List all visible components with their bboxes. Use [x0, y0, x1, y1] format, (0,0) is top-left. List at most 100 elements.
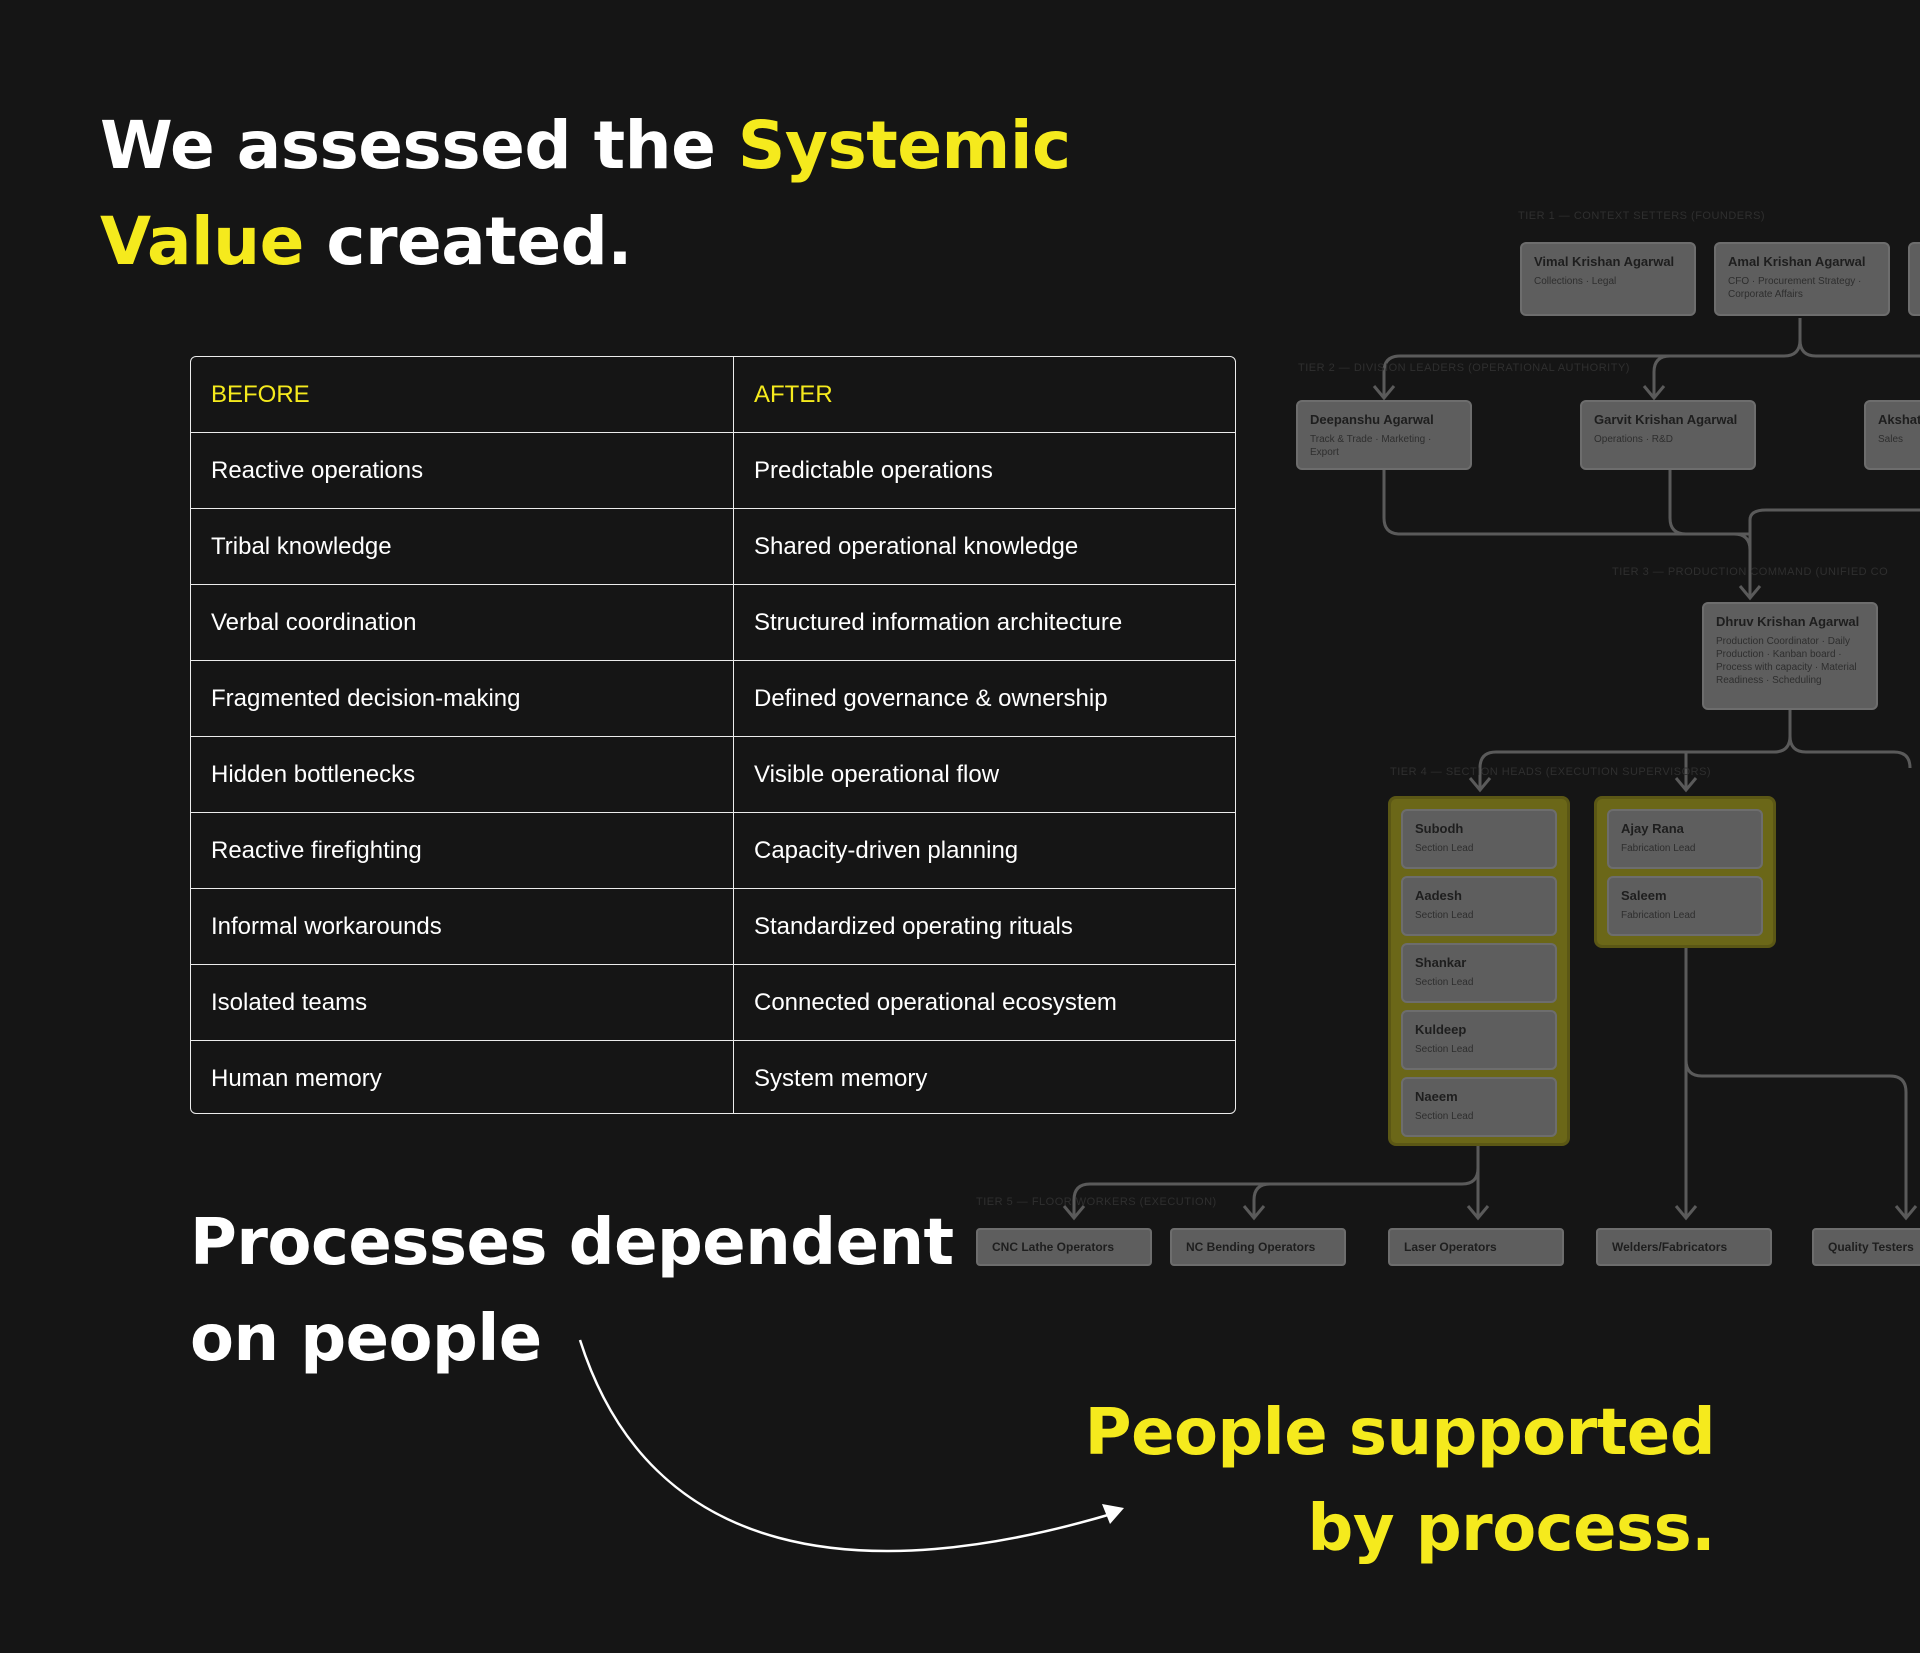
org-card-section-head: Naeem Section Lead: [1401, 1077, 1557, 1137]
arrowhead: [1372, 385, 1396, 401]
person-name: Subodh: [1415, 821, 1464, 836]
person-name: Shankar: [1415, 955, 1467, 970]
org-card-division-leader: Deepanshu Agarwal Track & Trade · Market…: [1296, 400, 1472, 470]
cell-before: Verbal coordination: [191, 584, 734, 661]
arrowhead: [1674, 777, 1698, 793]
tier-5-label: TIER 5 — FLOOR WORKERS (EXECUTION): [976, 1196, 1217, 1208]
person-role: Section Lead: [1415, 1044, 1474, 1055]
arrowhead: [1466, 1205, 1490, 1221]
tier-2-label: TIER 2 — DIVISION LEADERS (OPERATIONAL A…: [1298, 362, 1630, 374]
org-card-floor-worker: Quality Testers: [1812, 1228, 1920, 1266]
org-card-founder: Vimal Krishan Agarwal Collections · Lega…: [1520, 242, 1696, 316]
cell-before: Human memory: [191, 1040, 734, 1113]
arrowhead: [1642, 385, 1666, 401]
tier-3-label: TIER 3 — PRODUCTION COMMAND (UNIFIED CO: [1612, 566, 1889, 578]
person-role: CFO · Procurement Strategy · Corporate A…: [1728, 276, 1862, 300]
cell-after: Visible operational flow: [733, 736, 1235, 813]
connector-line: [1382, 354, 1670, 396]
org-card-section-head: Shankar Section Lead: [1401, 943, 1557, 1003]
org-card-partial: [1908, 242, 1920, 316]
org-card-floor-worker: CNC Lathe Operators: [976, 1228, 1152, 1266]
person-name: Saleem: [1621, 888, 1667, 903]
person-name: Garvit Krishan Agarwal: [1594, 412, 1738, 427]
cell-before: Reactive firefighting: [191, 812, 734, 889]
person-role: Track & Trade · Marketing · Export: [1310, 434, 1432, 458]
org-chart: TIER 1 — CONTEXT SETTERS (FOUNDERS) TIER…: [960, 200, 1920, 1280]
arrowhead: [1242, 1205, 1266, 1221]
table-header-row: BEFORE AFTER: [191, 357, 1235, 433]
org-card-production-command: Dhruv Krishan Agarwal Production Coordin…: [1702, 602, 1878, 710]
person-role: Fabrication Lead: [1621, 843, 1696, 854]
person-name: Amal Krishan Agarwal: [1728, 254, 1866, 269]
before-statement: Processes dependent on people: [190, 1195, 954, 1387]
cell-before: Hidden bottlenecks: [191, 736, 734, 813]
cell-before: Informal workarounds: [191, 888, 734, 965]
org-card-division-leader: Garvit Krishan Agarwal Operations · R&D: [1580, 400, 1756, 470]
person-name: Kuldeep: [1415, 1022, 1467, 1037]
person-name: Akshat Agarwal: [1878, 412, 1920, 427]
org-card-section-head: Kuldeep Section Lead: [1401, 1010, 1557, 1070]
arrowhead: [1894, 1205, 1918, 1221]
section-heads-group: Subodh Section Lead Aadesh Section Lead …: [1388, 796, 1570, 1146]
section-heads-group: Ajay Rana Fabrication Lead Saleem Fabric…: [1594, 796, 1776, 948]
cell-before: Tribal knowledge: [191, 508, 734, 585]
person-role: Fabrication Lead: [1621, 910, 1696, 921]
page-title: We assessed the Systemic Value created.: [100, 98, 1071, 290]
title-part-2: created.: [303, 203, 632, 280]
arrowhead: [1674, 1205, 1698, 1221]
person-name: Ajay Rana: [1621, 821, 1684, 836]
org-card-section-head: Ajay Rana Fabrication Lead: [1607, 809, 1763, 869]
org-card-floor-worker: Welders/Fabricators: [1596, 1228, 1772, 1266]
person-role: Section Lead: [1415, 1111, 1474, 1122]
person-role: Sales: [1878, 434, 1904, 445]
org-card-section-head: Aadesh Section Lead: [1401, 876, 1557, 936]
after-statement-line-1: People supported: [1084, 1396, 1716, 1470]
person-name: Dhruv Krishan Agarwal: [1716, 614, 1860, 629]
table-row: Human memory System memory: [191, 1040, 1235, 1113]
person-role: Operations · R&D: [1594, 434, 1673, 445]
cell-before: Reactive operations: [191, 432, 734, 509]
cell-after: Structured information architecture: [733, 584, 1235, 661]
before-statement-line-1: Processes dependent: [190, 1206, 954, 1280]
person-name: Deepanshu Agarwal: [1310, 412, 1434, 427]
cell-after: Connected operational ecosystem: [733, 964, 1235, 1041]
cell-after: Predictable operations: [733, 432, 1235, 509]
org-card-founder: Amal Krishan Agarwal CFO · Procurement S…: [1714, 242, 1890, 316]
title-highlight-1: Systemic: [737, 107, 1071, 184]
cell-after: Standardized operating rituals: [733, 888, 1235, 965]
arrowhead: [1062, 1205, 1086, 1221]
arrowhead: [1738, 585, 1762, 601]
person-role: Section Lead: [1415, 977, 1474, 988]
after-statement: People supported by process.: [1084, 1385, 1716, 1577]
cell-before: Fragmented decision-making: [191, 660, 734, 737]
cell-after: Defined governance & ownership: [733, 660, 1235, 737]
person-role: Section Lead: [1415, 910, 1474, 921]
connector-line: [1252, 1182, 1271, 1216]
org-card-floor-worker: Laser Operators: [1388, 1228, 1564, 1266]
header-before: BEFORE: [191, 357, 734, 433]
connector-line: [1652, 318, 1802, 396]
connector-line: [1788, 735, 1912, 769]
cell-after: System memory: [754, 1064, 928, 1092]
connector-line: [1478, 710, 1792, 788]
title-highlight-2: Value: [100, 203, 304, 280]
tier-4-label: TIER 4 — SECTION HEADS (EXECUTION SUPERV…: [1390, 766, 1712, 778]
person-name: Vimal Krishan Agarwal: [1534, 254, 1675, 269]
person-role: Production Coordinator · Daily Productio…: [1716, 636, 1857, 686]
cell-before: Isolated teams: [191, 964, 734, 1041]
connector-line: [1668, 470, 1750, 536]
cell-after: Capacity-driven planning: [733, 812, 1235, 889]
org-card-section-head: Subodh Section Lead: [1401, 809, 1557, 869]
person-role: Collections · Legal: [1534, 276, 1617, 287]
connector-line: [1798, 339, 1920, 358]
person-role: Section Lead: [1415, 843, 1474, 854]
after-statement-line-2: by process.: [1307, 1492, 1716, 1566]
